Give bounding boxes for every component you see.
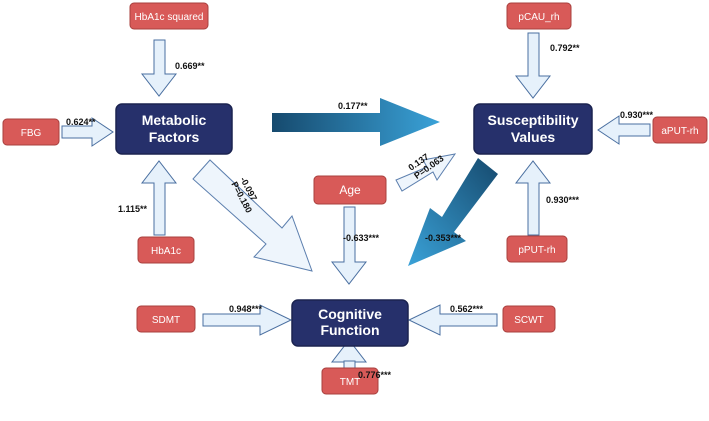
cognitive-function-line2: Function [320, 322, 379, 338]
aput-rh-label: aPUT-rh [661, 126, 698, 137]
metabolic-to-susceptibility-arrow [272, 98, 440, 146]
hba1c-label: HbA1c [151, 246, 181, 257]
coef-hba1c-squared: 0.669** [175, 61, 205, 71]
pcau-rh-box: pCAU_rh [506, 2, 572, 30]
coef-metabolic-to-susceptibility: 0.177** [338, 101, 368, 111]
aput-rh-arrow [597, 115, 651, 145]
susceptibility-values-box: Susceptibility Values [473, 103, 593, 155]
coef-sdmt: 0.948*** [229, 304, 263, 314]
coef-scwt: 0.562*** [450, 304, 484, 314]
fbg-label: FBG [21, 128, 42, 139]
pcau-rh-label: pCAU_rh [518, 12, 559, 23]
aput-rh-box: aPUT-rh [652, 116, 708, 144]
age-to-susceptibility-arrow [395, 153, 457, 192]
metabolic-factors-box: Metabolic Factors [115, 103, 233, 155]
cognitive-function-box: Cognitive Function [291, 299, 409, 347]
hba1c-squared-box: HbA1c squared [129, 2, 209, 30]
susceptibility-values-line2: Values [511, 129, 556, 145]
age-label: Age [339, 183, 361, 197]
scwt-box: SCWT [502, 305, 556, 333]
scwt-arrow [407, 304, 498, 336]
sdmt-box: SDMT [136, 305, 196, 333]
fbg-box: FBG [2, 118, 60, 146]
tmt-label: TMT [340, 377, 361, 388]
sdmt-arrow [202, 304, 293, 336]
pcau-rh-arrow [514, 32, 552, 99]
coef-fbg: 0.624** [66, 117, 96, 127]
coef-hba1c: 1.115** [118, 204, 148, 214]
fbg-arrow [61, 117, 114, 147]
pput-rh-arrow [514, 160, 552, 236]
scwt-label: SCWT [514, 315, 543, 326]
coef-age-to-cognitive: -0.633*** [343, 233, 380, 243]
age-to-cognitive-arrow [330, 206, 368, 285]
pput-rh-label: pPUT-rh [518, 245, 555, 256]
coef-susceptibility-to-cognitive: -0.353*** [425, 233, 462, 243]
pput-rh-box: pPUT-rh [506, 235, 568, 263]
coef-aput-rh: 0.930*** [620, 110, 654, 120]
cognitive-function-line1: Cognitive [318, 306, 382, 322]
age-box: Age [313, 175, 387, 205]
hba1c-squared-label: HbA1c squared [135, 12, 204, 23]
metabolic-factors-line2: Factors [149, 129, 200, 145]
susceptibility-values-line1: Susceptibility [487, 112, 578, 128]
hba1c-arrow [140, 160, 178, 236]
coef-pcau-rh: 0.792** [550, 43, 580, 53]
metabolic-to-cognitive-arrow [192, 159, 313, 272]
coef-tmt: 0.776*** [358, 370, 392, 380]
susceptibility-to-cognitive-arrow [408, 158, 498, 266]
tmt-arrow-shaft [343, 360, 356, 369]
hba1c-squared-arrow [140, 39, 178, 97]
metabolic-factors-line1: Metabolic [142, 112, 207, 128]
tmt-box: TMT [321, 367, 379, 395]
sdmt-label: SDMT [152, 315, 180, 326]
coef-pput-rh: 0.930*** [546, 195, 580, 205]
hba1c-box: HbA1c [137, 236, 195, 264]
